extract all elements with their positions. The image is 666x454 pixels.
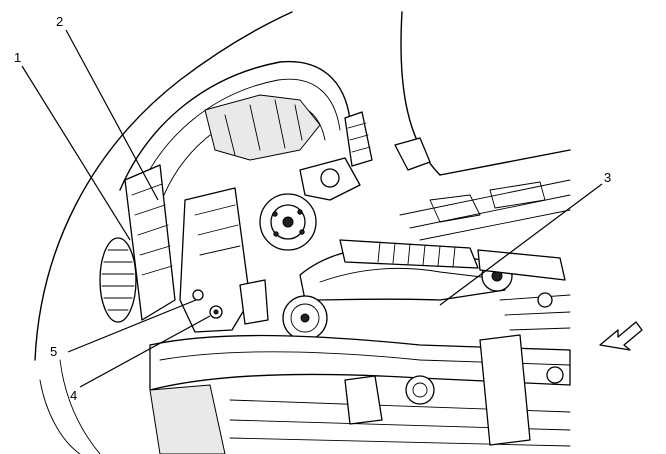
underbody-lines bbox=[39, 292, 571, 454]
leader-2 bbox=[65, 29, 159, 201]
callout-4: 4 bbox=[70, 388, 77, 403]
callout-2: 2 bbox=[56, 14, 63, 29]
crossmember bbox=[149, 334, 571, 454]
leader-5 bbox=[67, 299, 197, 353]
strut bbox=[344, 111, 373, 167]
mounting-bracket bbox=[179, 187, 269, 333]
fender-arch bbox=[34, 11, 351, 361]
wheel-hub bbox=[259, 157, 361, 251]
callout-1: 1 bbox=[14, 50, 21, 65]
callout-3: 3 bbox=[604, 170, 611, 185]
leader-1 bbox=[21, 65, 131, 241]
callout-5: 5 bbox=[50, 344, 57, 359]
front-radiator bbox=[99, 164, 176, 323]
leader-lines bbox=[21, 29, 603, 388]
callout-labels: 1 2 3 4 5 bbox=[14, 14, 611, 403]
leader-4 bbox=[79, 315, 211, 388]
steering-gear bbox=[339, 239, 566, 281]
direction-arrow-icon bbox=[599, 321, 643, 351]
brake-rotor bbox=[282, 295, 328, 341]
body-panel bbox=[394, 11, 571, 241]
leader-3 bbox=[439, 183, 603, 306]
